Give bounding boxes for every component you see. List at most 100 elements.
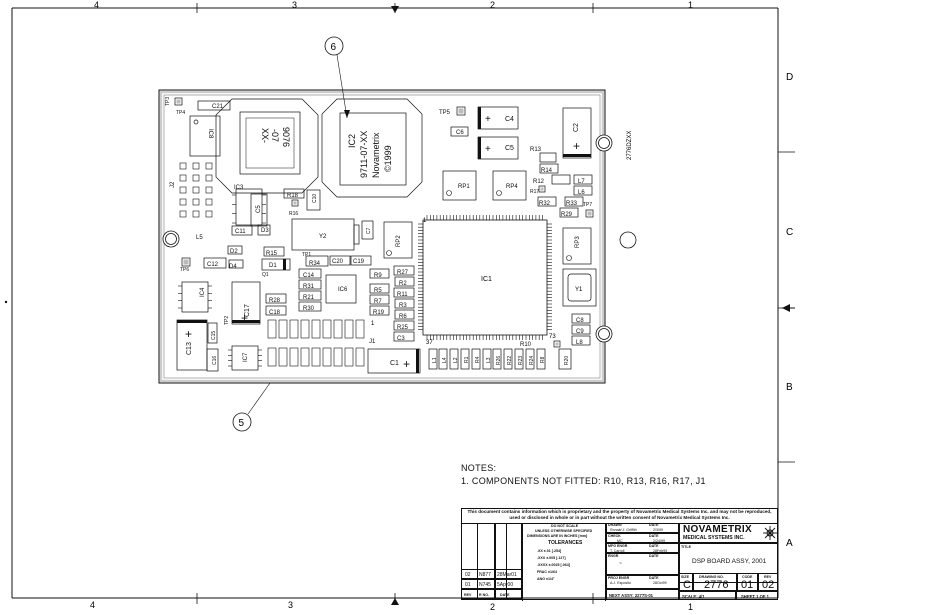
polarity-bar-c2	[563, 154, 591, 157]
label-j1: J1	[369, 339, 376, 345]
svg-text:IC2: IC2	[347, 134, 357, 148]
callout-5: 5	[232, 382, 271, 432]
label-c4: C4	[505, 116, 514, 123]
label-l6: L6	[578, 190, 585, 196]
rev-cell: REV 02	[758, 573, 778, 591]
proprietary-notice: This document contains information which…	[462, 509, 777, 524]
label-r7: R7	[374, 299, 382, 305]
component-c4: C4	[477, 106, 519, 130]
zone-top-3: 3	[292, 0, 297, 10]
component-r2: R2	[394, 276, 415, 287]
title-cell: TITLE DSP BOARD ASSY, 2001	[679, 543, 778, 583]
component-ic4: IC4	[181, 281, 209, 313]
component-r9: R9	[369, 268, 390, 279]
component-r10: R10	[520, 340, 561, 348]
label-c16: C16	[212, 356, 218, 365]
y2-label: Y2	[319, 234, 327, 240]
label-tp7: TP7	[583, 202, 592, 208]
component-c18: C18	[265, 305, 287, 316]
y1-label: Y1	[575, 287, 583, 293]
label-c14: C14	[303, 273, 315, 279]
ic8-label: IC8	[207, 129, 213, 139]
component-r1: R1	[460, 348, 470, 370]
label-r25: R25	[397, 325, 409, 331]
plus-c4: +	[485, 114, 491, 125]
zone-top-1: 1	[688, 0, 693, 10]
component-l2: L2	[449, 348, 459, 370]
label-tp3: TP3	[165, 97, 171, 106]
component-l6: L6	[573, 185, 593, 196]
label-d1: D1	[269, 263, 277, 269]
sheet-cell: SHEET 1 OF 1	[736, 591, 778, 600]
component-r12: R12	[533, 174, 571, 185]
ic1-pin1: 1	[423, 218, 427, 224]
rev-col-rno	[477, 523, 495, 599]
component-tp1: TP1	[302, 252, 311, 258]
label-q1: Q1	[262, 272, 269, 278]
polarity-bar-c1	[416, 349, 419, 373]
polarity-bar-c13	[177, 320, 207, 323]
component-d1: D1	[261, 258, 291, 271]
component-r33: R33	[564, 196, 584, 207]
component-c10: C10	[306, 189, 321, 211]
component-l1: L1	[428, 348, 438, 370]
component-r15: R15	[263, 246, 285, 257]
plus-c17: +	[241, 311, 248, 325]
label-r21: R21	[303, 295, 315, 301]
ic1-pin73: 73	[549, 334, 556, 340]
label-c18: C18	[269, 310, 281, 316]
label-ic7: IC7	[243, 352, 249, 362]
label-c15: C15	[211, 331, 217, 340]
drawn-row: DRAWN DATE Ronald J. Griffith 2/3/99	[606, 523, 679, 533]
ic1-qfp	[418, 215, 552, 340]
component-tp5: TP5	[439, 106, 466, 116]
component-c9: C9	[571, 324, 591, 335]
component-r26: R26	[492, 348, 502, 370]
component-r18: R18	[283, 188, 305, 199]
svg-text:XX-: XX-	[260, 128, 270, 143]
plus-c5: +	[485, 144, 491, 155]
component-r11: R11	[393, 287, 415, 298]
label-r24: R24	[529, 356, 535, 365]
zone-bottom-4: 4	[90, 600, 95, 610]
label-c1: C1	[390, 360, 399, 367]
center-mark-bottom	[391, 598, 399, 605]
plcc-socket-ic2	[321, 98, 423, 198]
component-r25: R25	[393, 320, 415, 331]
zone-top-4: 4	[94, 0, 99, 10]
component-d3: D3	[257, 224, 271, 236]
svg-text:9711-07-XX: 9711-07-XX	[359, 131, 369, 178]
label-c5: C5	[505, 145, 514, 152]
label-l1: L1	[432, 357, 438, 363]
label-r8: R8	[540, 356, 546, 363]
label-r31: R31	[303, 284, 315, 290]
scale-cell: SCALE: 4/1	[679, 591, 736, 600]
component-r16: R16	[289, 199, 298, 217]
label-r26: R26	[496, 356, 502, 365]
j1-connector: J1	[267, 319, 376, 367]
label-r9: R9	[374, 273, 382, 279]
svg-text:Novametrix: Novametrix	[371, 132, 381, 178]
label-r4: R4	[475, 356, 481, 363]
label-c2: C2	[573, 123, 580, 132]
label-c3: C3	[397, 336, 405, 342]
label-rp4: RP4	[506, 184, 518, 190]
label-r1: R1	[464, 356, 470, 363]
component-r3: R3	[394, 298, 415, 309]
component-r19: R19	[369, 305, 390, 316]
component-c14: C14	[298, 268, 322, 279]
component-l3: L3	[482, 348, 492, 370]
diode-band-d1	[283, 259, 286, 270]
label-j2: J2	[170, 181, 176, 188]
component-r13: R13	[530, 147, 557, 163]
component-l5: L5	[196, 235, 203, 241]
component-r23: R23	[514, 348, 524, 370]
component-tp3: TP3	[165, 97, 183, 106]
label-tp1: TP1	[302, 252, 311, 258]
component-r21: R21	[298, 290, 322, 301]
component-c5: C5	[477, 136, 519, 160]
component-l7: L7	[573, 174, 593, 185]
label-tp4: TP4	[176, 110, 185, 116]
label-c13: C13	[186, 342, 193, 355]
